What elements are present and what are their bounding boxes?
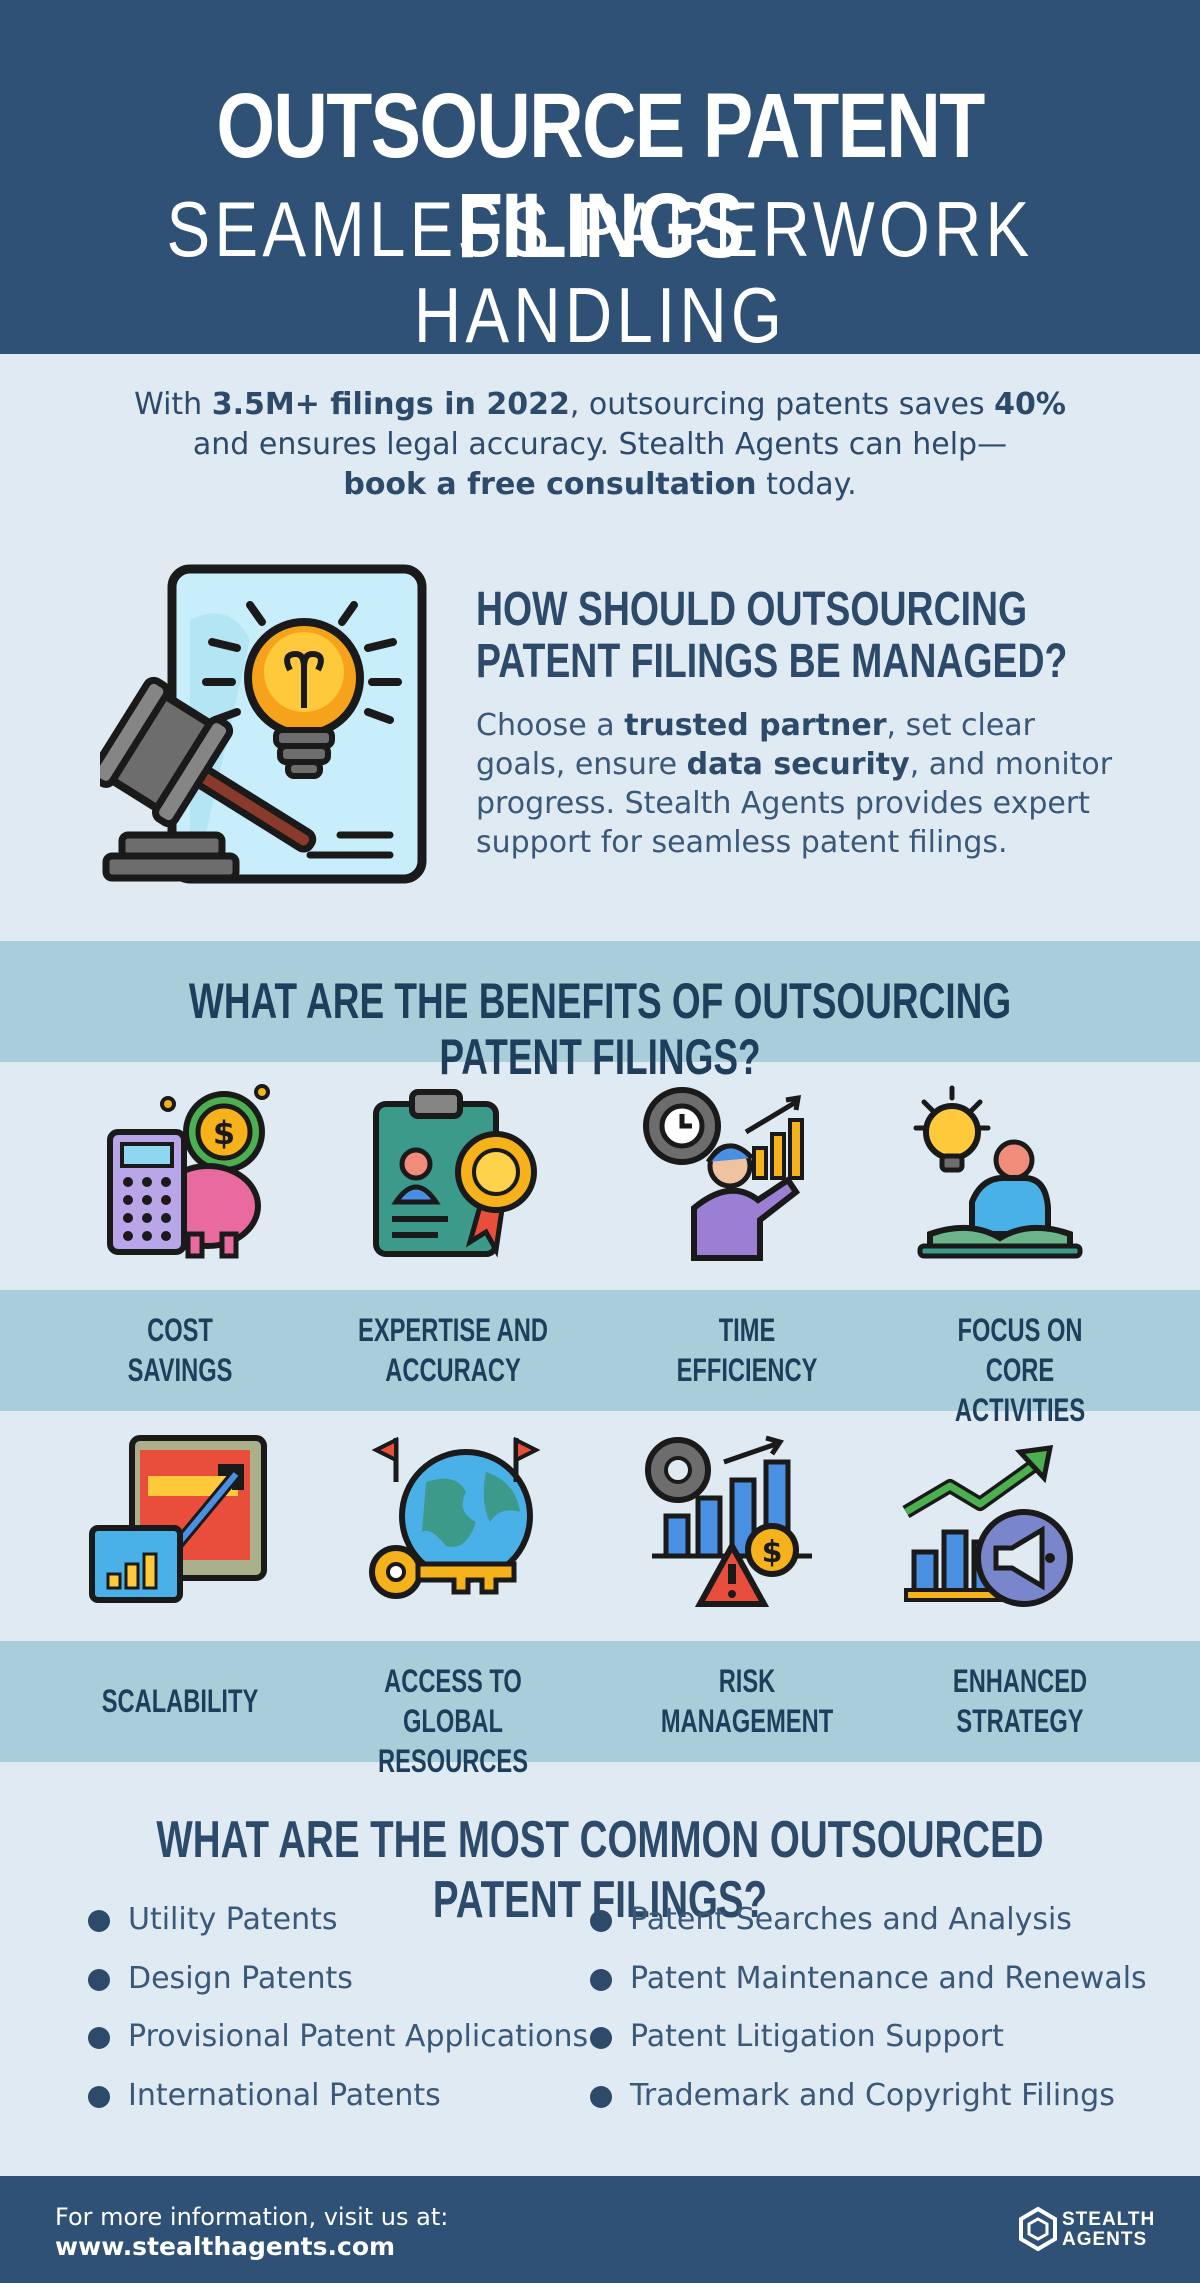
manage-heading: HOW SHOULD OUTSOURCING PATENT FILINGS BE… [476, 583, 1068, 688]
list-item: Patent Searches and Analysis [590, 1900, 1147, 1959]
calculator-piggybank-icon: $ [107, 1084, 270, 1259]
megaphone-chart-icon [902, 1445, 1073, 1607]
benefit-label-scalability: SCALABILITY [101, 1683, 259, 1719]
list-item: Patent Maintenance and Renewals [590, 1959, 1147, 2018]
svg-text:$: $ [762, 1535, 783, 1570]
list-item: Utility Patents [88, 1900, 588, 1959]
footer: For more information, visit us at: www.s… [0, 2176, 1200, 2283]
growth-chart-icon [89, 1435, 267, 1603]
page-subtitle: SEAMLESS PAPERWORK HANDLING [166, 185, 1034, 359]
gavel-lightbulb-icon [100, 564, 427, 884]
header: OUTSOURCE PATENT FILINGS SEAMLESS PAPERW… [0, 0, 1200, 358]
stealth-agents-logo: STEALTH AGENTS [1018, 2206, 1158, 2258]
list-item: Trademark and Copyright Filings [590, 2076, 1147, 2135]
benefits-heading: WHAT ARE THE BENEFITS OF OUTSOURCING PAT… [188, 973, 1012, 1085]
logo-word-stealth: STEALTH [1062, 2209, 1156, 2230]
list-item: Provisional Patent Applications [88, 2017, 588, 2076]
intro-stat-savings: 40% [994, 387, 1066, 422]
risk-chart-icon: $ [645, 1435, 812, 1607]
hexagon-logo-icon [1019, 2206, 1057, 2252]
consultation-cta: book a free consultation [343, 467, 757, 502]
certificate-badge-icon [373, 1089, 537, 1258]
footer-info-text: For more information, visit us at: [55, 2203, 449, 2231]
list-item: International Patents [88, 2076, 588, 2135]
manage-section: HOW SHOULD OUTSOURCING PATENT FILINGS BE… [476, 584, 1116, 862]
globe-key-icon [369, 1436, 541, 1599]
filings-list-right: Patent Searches and Analysis Patent Main… [590, 1900, 1147, 2134]
filings-list-left: Utility Patents Design Patents Provision… [88, 1900, 588, 2134]
manage-text: Choose a trusted partner, set clear goal… [476, 708, 1113, 860]
gear-clock-person-icon [643, 1087, 804, 1261]
page-title: OUTSOURCE PATENT FILINGS [216, 75, 985, 277]
logo-word-agents: AGENTS [1062, 2229, 1148, 2250]
list-item: Patent Litigation Support [590, 2017, 1147, 2076]
intro-stat-filings: 3.5M+ filings in 2022 [211, 387, 570, 422]
list-item: Design Patents [88, 1959, 588, 2018]
bulb-reader-icon [913, 1085, 1083, 1259]
footer-website-link[interactable]: www.stealthagents.com [55, 2232, 396, 2261]
svg-text:$: $ [213, 1114, 235, 1152]
intro-text: With 3.5M+ filings in 2022, outsourcing … [134, 387, 1066, 502]
benefits-title-band: WHAT ARE THE BENEFITS OF OUTSOURCING PAT… [0, 941, 1200, 1085]
